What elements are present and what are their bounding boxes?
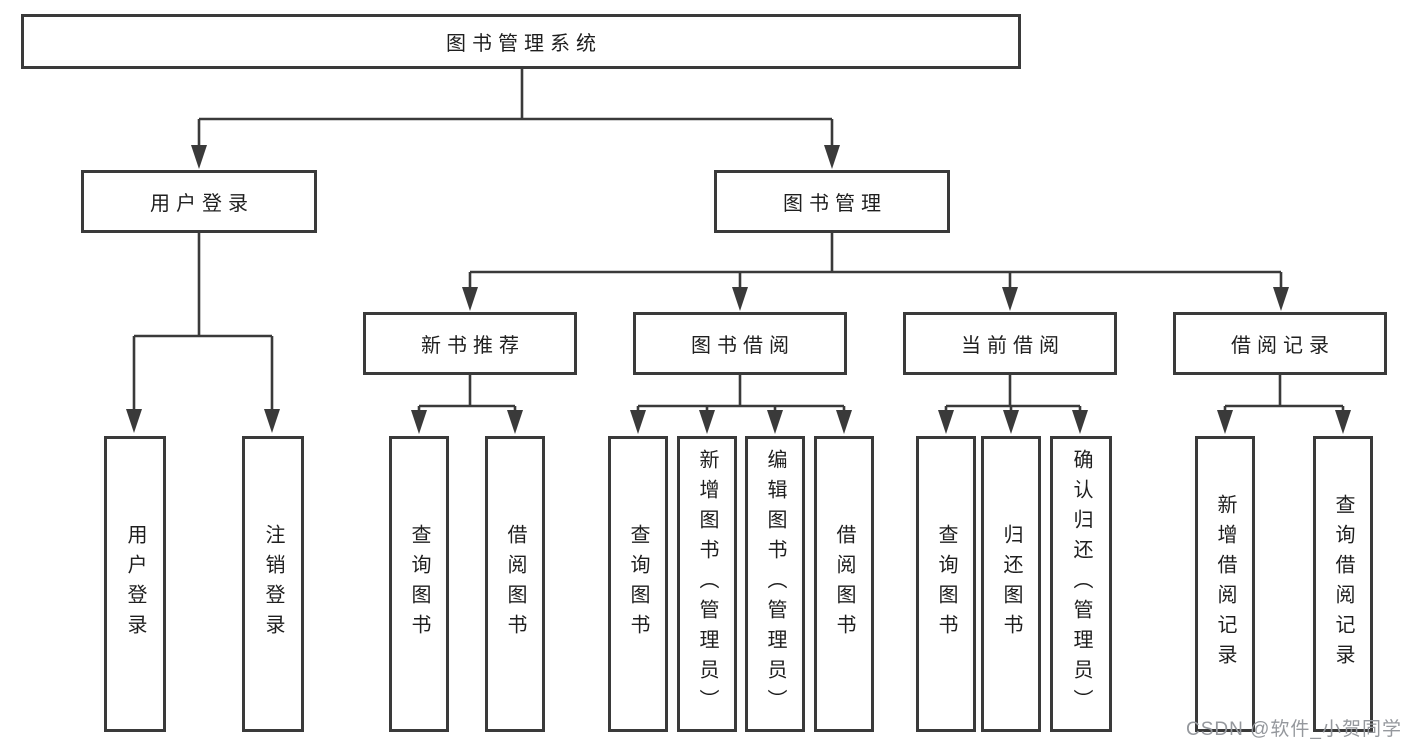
arrowhead-icon	[411, 410, 427, 434]
leaf-query-books-recommend: 查询图书	[389, 436, 449, 732]
arrowhead-icon	[824, 145, 840, 169]
arrowhead-icon	[630, 410, 646, 434]
leaf-label: 新增借阅记录	[1214, 494, 1236, 674]
connector-borrow-to-leaves	[630, 375, 852, 434]
arrowhead-icon	[938, 410, 954, 434]
node-book-borrow: 图书借阅	[633, 312, 847, 375]
arrowhead-icon	[732, 287, 748, 311]
arrowhead-icon	[1217, 410, 1233, 434]
leaf-label: 查询图书	[627, 524, 649, 644]
connector-line	[636, 375, 846, 412]
leaf-edit-books-admin: 编辑图书（管理员）	[745, 436, 805, 732]
arrowhead-icon	[767, 410, 783, 434]
leaf-query-borrow-record: 查询借阅记录	[1313, 436, 1373, 732]
leaf-label: 确认归还（管理员）	[1070, 449, 1092, 719]
connector-mgmt-to-level2	[462, 233, 1289, 311]
connector-records-to-leaves	[1217, 375, 1351, 434]
node-current-borrow: 当前借阅	[903, 312, 1117, 375]
node-library-system: 图书管理系统	[21, 14, 1021, 69]
connector-line	[1223, 375, 1345, 412]
leaf-query-books-borrow: 查询图书	[608, 436, 668, 732]
leaf-user-login: 用户登录	[104, 436, 166, 732]
arrowhead-icon	[1273, 287, 1289, 311]
connector-current-to-leaves	[938, 375, 1088, 434]
leaf-borrow-books-recommend: 借阅图书	[485, 436, 545, 732]
connector-line	[132, 233, 274, 411]
leaf-label: 注销登录	[262, 524, 284, 644]
leaf-confirm-return-admin: 确认归还（管理员）	[1050, 436, 1112, 732]
leaf-label: 查询图书	[408, 524, 430, 644]
arrowhead-icon	[836, 410, 852, 434]
leaf-label: 借阅图书	[833, 524, 855, 644]
leaf-label: 新增图书（管理员）	[696, 449, 718, 719]
connector-line	[944, 375, 1082, 412]
connector-line	[417, 375, 517, 412]
connector-line	[197, 67, 834, 149]
connector-line	[468, 233, 1283, 291]
leaf-logout: 注销登录	[242, 436, 304, 732]
arrowhead-icon	[126, 409, 142, 433]
leaf-label: 编辑图书（管理员）	[764, 449, 786, 719]
node-user-login: 用户登录	[81, 170, 317, 233]
leaf-add-borrow-record: 新增借阅记录	[1195, 436, 1255, 732]
connector-newbooks-to-leaves	[411, 375, 523, 434]
leaf-query-books-current: 查询图书	[916, 436, 976, 732]
arrowhead-icon	[1072, 410, 1088, 434]
leaf-label: 查询借阅记录	[1332, 494, 1354, 674]
connector-root-to-level1	[191, 67, 840, 169]
arrowhead-icon	[1002, 287, 1018, 311]
leaf-label: 查询图书	[935, 524, 957, 644]
leaf-label: 借阅图书	[504, 524, 526, 644]
node-borrow-records: 借阅记录	[1173, 312, 1387, 375]
node-new-book-recommend: 新书推荐	[363, 312, 577, 375]
leaf-label: 用户登录	[124, 524, 146, 644]
arrowhead-icon	[507, 410, 523, 434]
arrowhead-icon	[264, 409, 280, 433]
arrowhead-icon	[699, 410, 715, 434]
csdn-watermark: CSDN @软件_小贺同学	[1186, 719, 1402, 740]
leaf-return-books: 归还图书	[981, 436, 1041, 732]
leaf-add-books-admin: 新增图书（管理员）	[677, 436, 737, 732]
leaf-borrow-books: 借阅图书	[814, 436, 874, 732]
arrowhead-icon	[1003, 410, 1019, 434]
arrowhead-icon	[1335, 410, 1351, 434]
arrowhead-icon	[462, 287, 478, 311]
arrowhead-icon	[191, 145, 207, 169]
connector-login-to-leaves	[126, 233, 280, 433]
leaf-label: 归还图书	[1000, 524, 1022, 644]
node-book-management: 图书管理	[714, 170, 950, 233]
